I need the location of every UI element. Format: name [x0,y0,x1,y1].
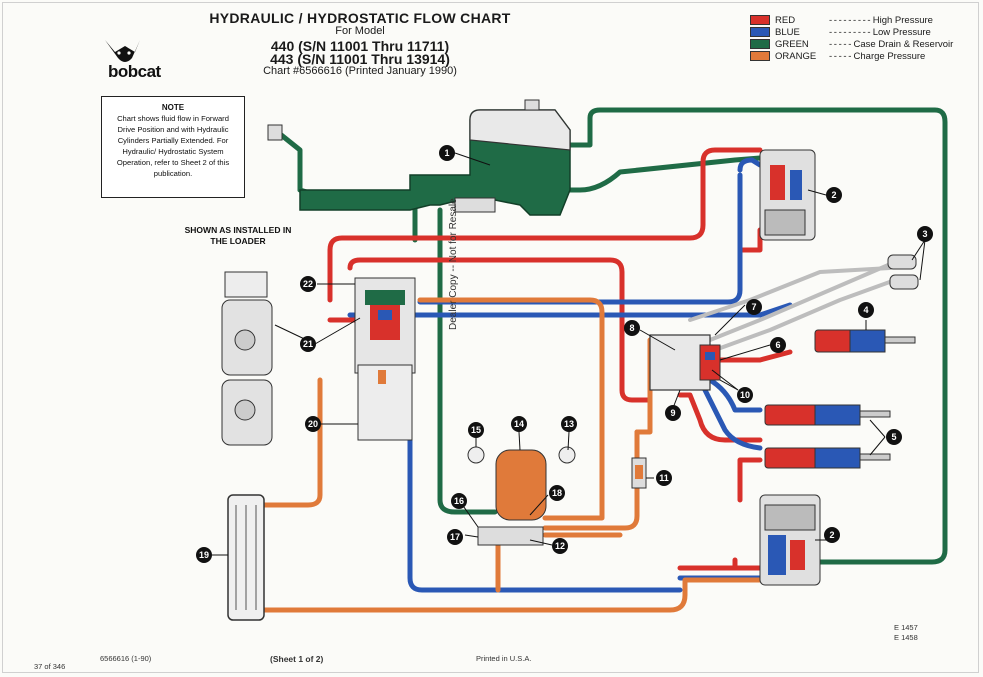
svg-text:3: 3 [922,229,927,239]
callout-2: 2 [826,187,842,203]
model-443: 443 (S/N 11001 Thru 13914) [270,51,450,67]
chart-title: HYDRAULIC / HYDROSTATIC FLOW CHART [209,10,511,26]
reservoir [267,99,571,216]
callout-1: 1 [439,145,455,161]
legend-swatch-red [750,15,770,26]
callout-20: 20 [305,416,321,432]
svg-text:14: 14 [514,419,524,429]
model-440: 440 (S/N 11001 Thru 11711) [270,38,450,54]
svg-text:9: 9 [670,408,675,418]
callout-9: 9 [665,405,681,421]
callout-21: 21 [300,336,316,352]
ref-e1457: E 1457 [894,623,918,632]
note-heading: NOTE [161,103,185,112]
tilt-cylinders [764,404,891,469]
drive-motor-bottom [759,494,821,586]
control-valve [649,334,721,391]
bobcat-head-icon [105,40,140,62]
legend-swatch-orange [750,51,770,62]
svg-text:7: 7 [751,302,756,312]
svg-text:12: 12 [555,541,565,551]
callout-18: 18 [549,485,565,501]
note-box: NOTE Chart shows fluid flow in Forward D… [101,96,245,198]
hydraulic-filter [467,446,576,546]
legend-item-orange: ORANGE- - - - - Charge Pressure [750,51,925,63]
callout-11: 11 [656,470,672,486]
watermark: Dealer Copy -- Not for Resale [448,198,459,330]
sheet-label: (Sheet 1 of 2) [270,654,324,664]
for-model-label: For Model [335,25,385,37]
callout-12: 12 [552,538,568,554]
oil-cooler [227,494,265,621]
leader-lines [212,152,926,556]
red-lines [327,147,793,571]
legend-item-red: RED- - - - - - - - - High Pressure [750,15,933,27]
svg-text:16: 16 [454,496,464,506]
legend-swatch-green [750,39,770,50]
callout-8: 8 [624,320,640,336]
callout-4: 4 [858,302,874,318]
callout-13: 13 [561,416,577,432]
drive-motor-top [759,149,816,241]
callout-15: 15 [468,422,484,438]
svg-text:1: 1 [444,148,449,158]
svg-text:4: 4 [863,305,868,315]
svg-text:10: 10 [740,390,750,400]
svg-text:6: 6 [775,340,780,350]
control-levers [887,254,919,290]
callout-3: 3 [917,226,933,242]
svg-text:15: 15 [471,425,481,435]
svg-text:8: 8 [629,323,634,333]
brand-logo-text: bobcat [108,62,161,81]
svg-text:20: 20 [308,419,318,429]
legend-item-green: GREEN- - - - - Case Drain & Reservoir [750,39,953,51]
callout-14: 14 [511,416,527,432]
printed-label: Printed in U.S.A. [476,654,532,663]
svg-text:22: 22 [303,279,313,289]
callout-17: 17 [447,529,463,545]
installed-pump-view [221,271,273,446]
callout-2b: 2 [824,527,840,543]
doc-code: 6566616 (1-90) [100,654,152,663]
callout-10: 10 [737,387,753,403]
callout-22: 22 [300,276,316,292]
installed-label: SHOWN AS INSTALLED IN THE LOADER [184,225,292,246]
hydrostatic-pump [354,277,416,441]
ref-e1458: E 1458 [894,633,918,642]
callout-5: 5 [886,429,902,445]
svg-text:2: 2 [829,530,834,540]
svg-text:19: 19 [199,550,209,560]
svg-text:5: 5 [891,432,896,442]
legend-swatch-blue [750,27,770,38]
page-indicator: 37 of 346 [34,662,66,671]
svg-text:13: 13 [564,419,574,429]
callout-16: 16 [451,493,467,509]
lift-cylinder [814,329,916,353]
note-body: Chart shows fluid flow in Forward Drive … [116,114,230,178]
callouts: 1 2 2 3 4 5 6 7 8 9 10 11 12 13 14 15 16… [196,145,933,563]
svg-text:17: 17 [450,532,460,542]
svg-text:11: 11 [659,473,669,483]
legend-item-blue: BLUE- - - - - - - - - Low Pressure [750,27,931,39]
callout-7: 7 [746,299,762,315]
svg-text:21: 21 [303,339,313,349]
chart-number: Chart #6566616 (Printed January 1990) [263,65,457,77]
svg-text:18: 18 [552,488,562,498]
callout-19: 19 [196,547,212,563]
charge-relief-valve [631,457,647,489]
svg-text:2: 2 [831,190,836,200]
callout-6: 6 [770,337,786,353]
